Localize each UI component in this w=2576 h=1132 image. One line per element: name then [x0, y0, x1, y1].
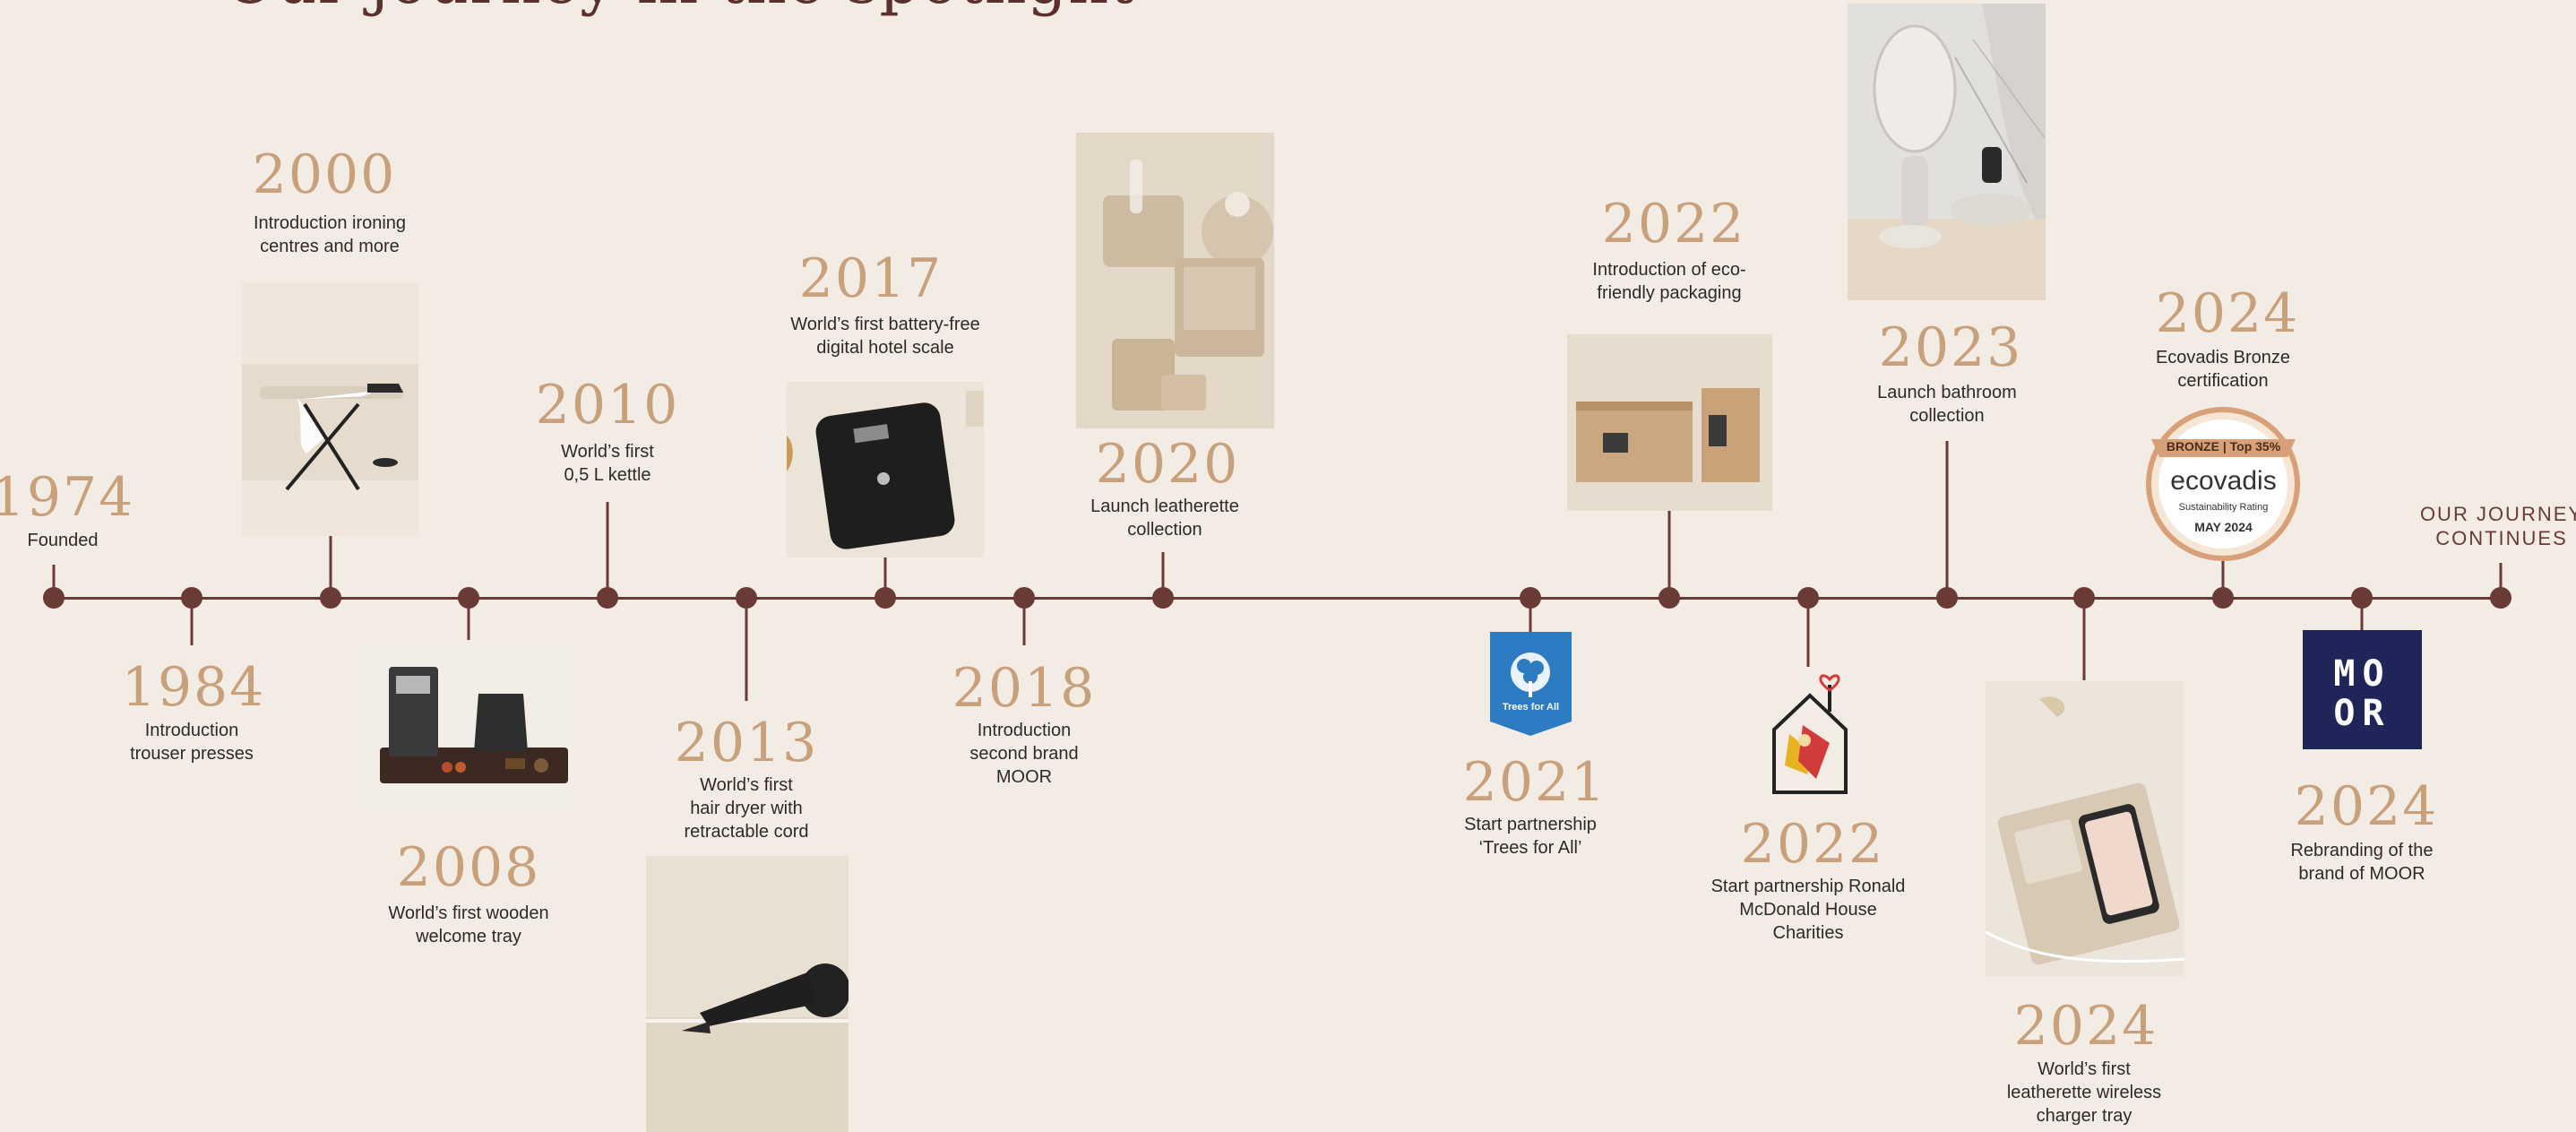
- milestone-year: 2021: [1462, 751, 1607, 814]
- milestone-desc: Start partnership ‘Trees for All’: [1464, 815, 1597, 858]
- moor-logo-line-1: MO: [2333, 653, 2391, 695]
- stem-end: [2499, 563, 2503, 598]
- stem-2020: [1161, 552, 1165, 598]
- milestone-desc: Introduction ironing centres and more: [253, 213, 407, 256]
- ecovadis-ribbon-text: BRONZE | Top 35%: [2166, 439, 2281, 454]
- milestone-desc: Launch bathroom collection: [1877, 383, 2017, 426]
- trees-for-all-text: Trees for All: [1502, 702, 1560, 713]
- page-title: Our journey in the spotlight: [224, 0, 1135, 18]
- ecovadis-badge: BRONZE | Top 35% ecovadis Sustainability…: [2144, 405, 2303, 564]
- wireless-charger-tray-photo: [1986, 681, 2184, 976]
- stem-2022a: [1667, 511, 1671, 598]
- hair-dryer-photo: [646, 856, 849, 1132]
- leatherette-collection-photo: [1076, 133, 1274, 428]
- milestone-desc: Launch leatherette collection: [1090, 497, 1239, 540]
- stem-2010: [606, 502, 609, 598]
- stem-2018: [1022, 598, 1026, 645]
- stem-2013: [745, 598, 748, 701]
- milestone-year: 2018: [952, 657, 1097, 720]
- moor-logo-line-2: OR: [2333, 693, 2391, 734]
- stem-2024a: [2082, 598, 2086, 680]
- milestone-desc: World’s first battery-free digital hotel…: [790, 315, 980, 358]
- ecovadis-brand-text: ecovadis: [2170, 466, 2277, 496]
- welcome-tray-photo: [353, 640, 584, 816]
- milestone-desc: Start partnership Ronald McDonald House …: [1710, 877, 1906, 943]
- milestone-desc: Introduction trouser presses: [130, 721, 254, 764]
- stem-2024b: [2221, 559, 2225, 598]
- milestone-desc: Founded: [27, 531, 99, 550]
- milestone-desc: World’s first hair dryer with retractabl…: [684, 775, 809, 842]
- stem-1984: [190, 598, 194, 645]
- stem-2000: [329, 536, 332, 598]
- milestone-year: 2010: [535, 374, 680, 436]
- milestone-desc: World’s first wooden welcome tray: [388, 903, 549, 946]
- milestone-year: 2024: [2155, 282, 2300, 345]
- bathroom-collection-photo: [1848, 4, 2046, 300]
- milestone-desc: World’s first leatherette wireless charg…: [2006, 1059, 2162, 1126]
- stem-2021: [1529, 598, 1532, 634]
- milestone-year: 2020: [1095, 433, 1240, 496]
- milestone-year: 2022: [1740, 813, 1885, 876]
- milestone-desc: Introduction of eco- friendly packaging: [1592, 260, 1746, 303]
- milestone-year: 2022: [1601, 193, 1746, 255]
- ecovadis-date-text: MAY 2024: [2194, 520, 2253, 534]
- milestone-desc: Ecovadis Bronze certification: [2155, 348, 2291, 391]
- milestone-year: 2008: [396, 836, 541, 899]
- trees-for-all-logo: Trees for All: [1490, 632, 1572, 736]
- milestone-year: 2023: [1878, 316, 2023, 379]
- stem-1974: [52, 565, 56, 598]
- milestone-desc: Rebranding of the brand of MOOR: [2290, 841, 2434, 884]
- milestone-year: 2013: [674, 712, 819, 774]
- moor-logo: MO OR: [2303, 630, 2422, 749]
- milestone-year: 2017: [798, 247, 943, 310]
- hotel-scale-photo: [787, 382, 984, 557]
- milestone-year: 1974: [0, 466, 135, 529]
- stem-2024c: [2360, 598, 2364, 632]
- stem-2008: [467, 598, 470, 641]
- ronald-mcdonald-house-logo: [1767, 667, 1852, 801]
- ironing-centre-photo: [242, 283, 418, 536]
- milestone-desc: World’s first 0,5 L kettle: [561, 442, 654, 485]
- timeline-axis: [52, 597, 2502, 600]
- milestone-year: 2024: [2294, 775, 2439, 838]
- stem-2017: [883, 557, 887, 598]
- stem-2022b: [1806, 598, 1810, 670]
- journey-continues-label: OUR JOURNEY CONTINUES: [2419, 503, 2576, 549]
- milestone-year: 2024: [2013, 995, 2158, 1058]
- milestone-desc: Introduction second brand MOOR: [969, 721, 1079, 787]
- eco-packaging-photo: [1567, 334, 1772, 511]
- stem-2023: [1945, 441, 1949, 598]
- milestone-year: 1984: [121, 656, 266, 719]
- milestone-year: 2000: [252, 143, 397, 206]
- ecovadis-rating-text: Sustainability Rating: [2178, 502, 2269, 513]
